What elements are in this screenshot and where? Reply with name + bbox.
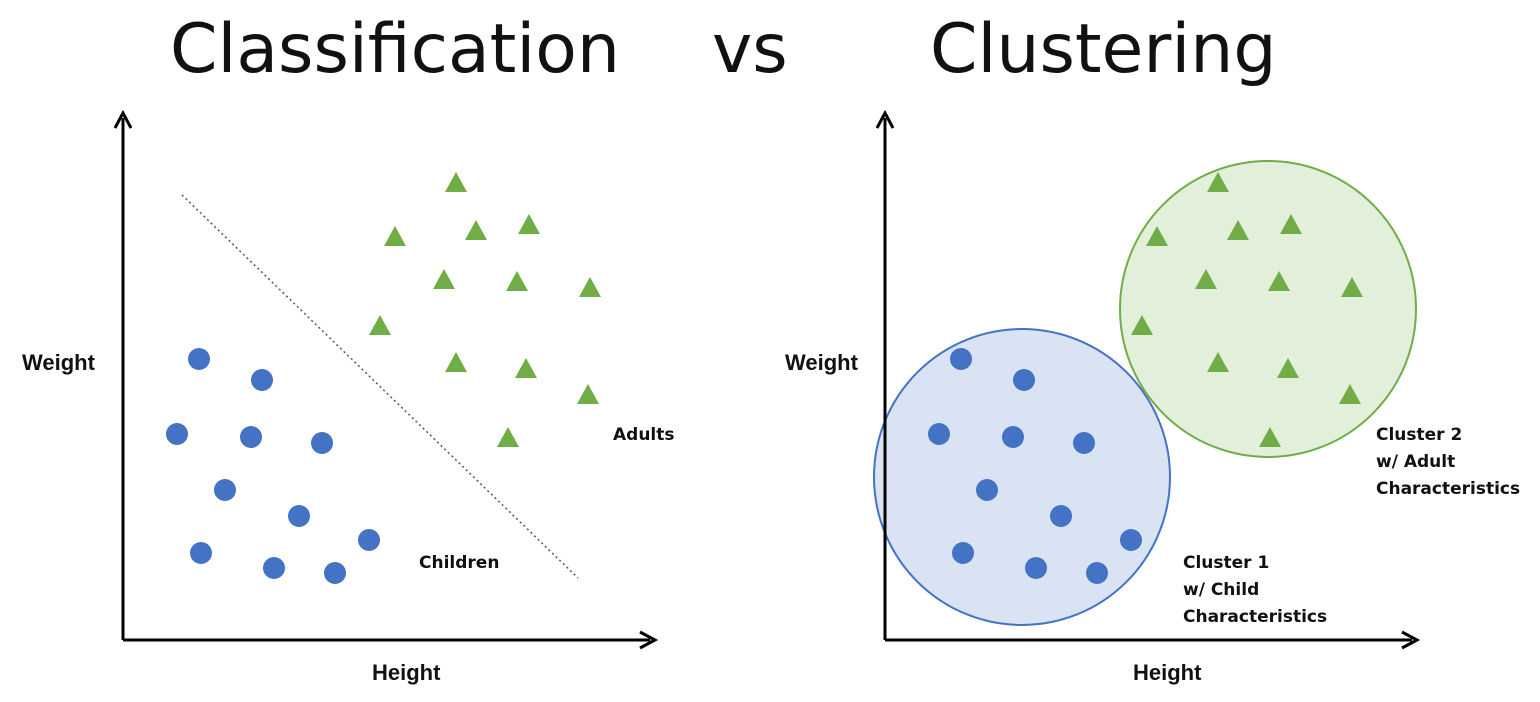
y-axis-arrow-icon — [875, 109, 895, 129]
cluster-1-point-circle — [1025, 557, 1047, 579]
child-point-circle — [166, 423, 188, 445]
classification-panel: Weight Height Adults Children — [22, 109, 675, 685]
cluster-2-point-triangle — [1268, 271, 1290, 291]
cluster-1-point-circle — [952, 542, 974, 564]
cluster-2-label: Cluster 2 w/ Adult Characteristics — [1376, 425, 1520, 499]
cluster-2-point-triangle — [1339, 384, 1361, 404]
adult-point-triangle — [518, 214, 540, 234]
cluster-1-point-circle — [1002, 426, 1024, 448]
x-axis-arrow-icon — [1401, 630, 1421, 650]
cluster-1-region — [873, 328, 1171, 626]
adult-point-triangle — [445, 172, 467, 192]
classification-points — [166, 172, 601, 584]
cluster-2-point-triangle — [1207, 352, 1229, 372]
cluster-2-point-triangle — [1207, 172, 1229, 192]
cluster-1-point-circle — [1120, 529, 1142, 551]
cluster-1-point-circle — [1073, 432, 1095, 454]
child-point-circle — [214, 479, 236, 501]
cluster-2-point-triangle — [1280, 214, 1302, 234]
adult-point-triangle — [384, 226, 406, 246]
child-point-circle — [263, 557, 285, 579]
children-label: Children — [419, 553, 499, 573]
cluster-1-point-circle — [928, 423, 950, 445]
cluster-2-point-triangle — [1227, 220, 1249, 240]
cluster-2-label-line: w/ Adult — [1376, 452, 1455, 472]
x-axis-label: Height — [1133, 660, 1202, 685]
cluster-2-point-triangle — [1131, 315, 1153, 335]
x-axis-label: Height — [372, 660, 441, 685]
clustering-points — [928, 172, 1363, 584]
cluster-1-label: Cluster 1 w/ Child Characteristics — [1183, 553, 1327, 627]
adult-point-triangle — [515, 358, 537, 378]
cluster-1-label-line: Characteristics — [1183, 607, 1327, 627]
y-axis-label: Weight — [22, 350, 96, 375]
cluster-2-point-triangle — [1259, 427, 1281, 447]
adult-point-triangle — [433, 269, 455, 289]
child-point-circle — [311, 432, 333, 454]
adult-point-triangle — [506, 271, 528, 291]
adult-point-triangle — [465, 220, 487, 240]
adult-point-triangle — [445, 352, 467, 372]
cluster-2-point-triangle — [1146, 226, 1168, 246]
cluster-2-label-line: Characteristics — [1376, 479, 1520, 499]
adult-point-triangle — [369, 315, 391, 335]
cluster-1-point-circle — [950, 348, 972, 370]
cluster-1-point-circle — [1086, 562, 1108, 584]
child-point-circle — [251, 369, 273, 391]
cluster-2-point-triangle — [1195, 269, 1217, 289]
child-point-circle — [240, 426, 262, 448]
adult-point-triangle — [497, 427, 519, 447]
child-point-circle — [358, 529, 380, 551]
cluster-1-point-circle — [1013, 369, 1035, 391]
y-axis-arrow-icon — [113, 109, 133, 129]
title-classification: Classification — [170, 10, 620, 89]
cluster-2-region — [1119, 160, 1417, 458]
cluster-2-point-triangle — [1341, 277, 1363, 297]
x-axis-arrow-icon — [639, 630, 659, 650]
child-point-circle — [190, 542, 212, 564]
cluster-1-label-line: w/ Child — [1183, 580, 1259, 600]
cluster-1-point-circle — [1050, 505, 1072, 527]
title-vs: vs — [712, 10, 788, 89]
cluster-2-point-triangle — [1277, 358, 1299, 378]
cluster-1-point-circle — [976, 479, 998, 501]
cluster-1-label-line: Cluster 1 — [1183, 553, 1269, 573]
adult-point-triangle — [577, 384, 599, 404]
child-point-circle — [188, 348, 210, 370]
adults-label: Adults — [613, 425, 675, 445]
title-clustering: Clustering — [930, 10, 1277, 89]
child-point-circle — [288, 505, 310, 527]
y-axis-label: Weight — [785, 350, 859, 375]
cluster-2-label-line: Cluster 2 — [1376, 425, 1462, 445]
adult-point-triangle — [579, 277, 601, 297]
decision-boundary-line — [181, 194, 579, 579]
clustering-panel: Weight Height Cluster 1 w/ Child Charact… — [785, 109, 1520, 685]
child-point-circle — [324, 562, 346, 584]
